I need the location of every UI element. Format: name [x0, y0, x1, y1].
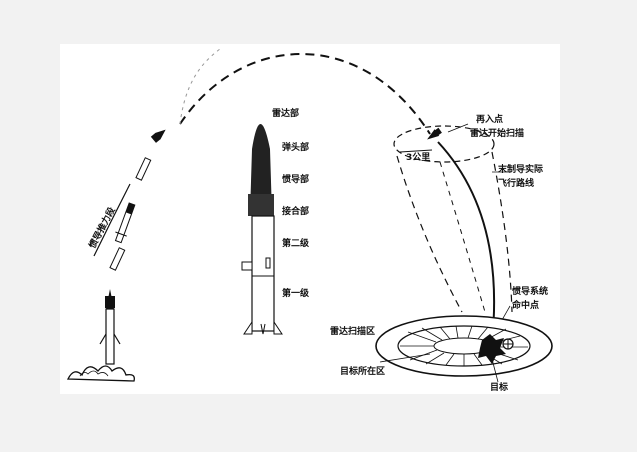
target-marker [478, 334, 514, 364]
missile-on-pad [99, 289, 121, 365]
launch-smoke-inner [79, 370, 109, 377]
missile-body [251, 215, 275, 332]
missile-boost-3 [135, 157, 152, 181]
terminal-flight-path [437, 141, 496, 343]
boost-bracket [93, 183, 131, 257]
label-inertial-section: 惯导部 [282, 173, 309, 185]
trajectory-arc [179, 53, 431, 135]
label-target-area: 目标所在区 [340, 365, 385, 377]
label-boost-phase: 惯导推力段 [86, 204, 118, 250]
reentry-altitude-ring [393, 125, 495, 163]
label-stage1: 第一级 [282, 287, 310, 299]
missile-boost-2 [114, 202, 136, 244]
label-warhead-section: 弹头部 [282, 141, 309, 153]
missile-warhead-midcourse [150, 129, 166, 143]
label-inertial-system: 惯导系统 [512, 285, 548, 297]
label-radar-scan-area: 雷达扫描区 [330, 325, 375, 337]
cone-mid [439, 161, 486, 313]
missile-cross-section [241, 124, 283, 335]
label-altitude: 3公里 [406, 152, 430, 163]
label-flight-path: 飞行路线 [498, 177, 534, 189]
figure-panel: 惯导推力段 雷达部 弹头部 惯导部 接合部 第二级 第一级 [60, 44, 560, 394]
missile-boost-1 [109, 247, 126, 271]
label-inertial-hit-point: 命中点 [511, 299, 539, 311]
label-coupling-section: 接合部 [282, 205, 309, 217]
label-radar-section: 雷达部 [272, 107, 299, 119]
label-target: 目标 [490, 381, 508, 393]
missile-nose [250, 124, 272, 214]
altitude-radius [399, 149, 433, 153]
label-radar-scan-start: 雷达开始扫描 [470, 127, 524, 139]
cone-left [396, 155, 463, 313]
cone-right [491, 151, 513, 313]
label-reentry-point: 再入点 [476, 113, 503, 125]
label-terminal-guidance: 末制导实际 [497, 163, 543, 175]
reentry-warhead [427, 127, 442, 140]
launch-smoke [66, 365, 135, 382]
trajectory-diagram: 惯导推力段 雷达部 弹头部 惯导部 接合部 第二级 第一级 [66, 48, 553, 393]
missile-coupling-band [248, 194, 274, 216]
label-stage2: 第二级 [282, 237, 310, 249]
trajectory-arc-faint [179, 48, 221, 125]
